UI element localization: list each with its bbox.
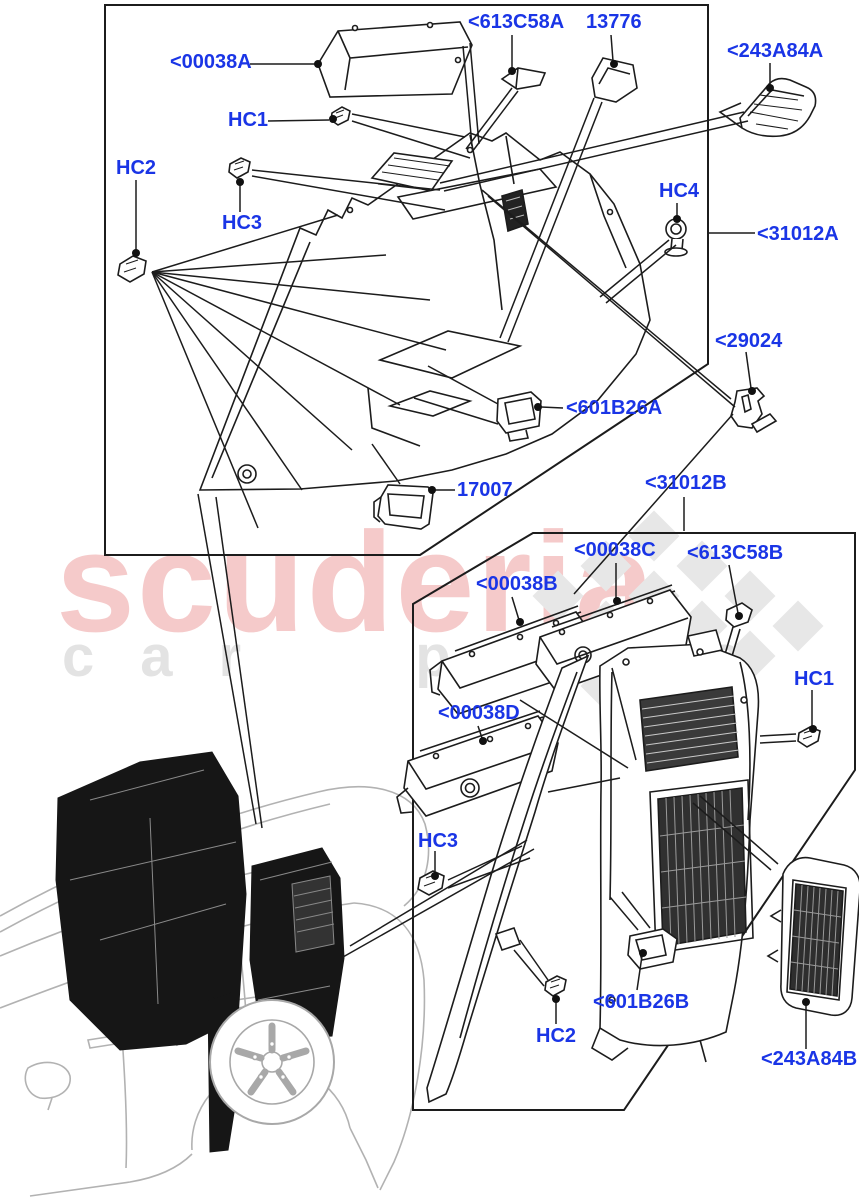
leaders-31012A	[135, 34, 771, 829]
wheel	[209, 999, 335, 1125]
callout-HC2-a: HC2	[116, 157, 157, 179]
callout-HC2-b: HC2	[536, 1025, 577, 1047]
part-601B26A	[496, 391, 542, 442]
part-29024	[730, 387, 778, 434]
callout-31012A: <31012A	[757, 223, 839, 245]
callout-613C58A: <613C58A	[468, 11, 565, 33]
callout-HC3-a: HC3	[222, 212, 263, 234]
callout-00038C: <00038C	[574, 539, 656, 561]
horizontal-grille	[639, 686, 740, 772]
leader-dots	[132, 60, 817, 1006]
part-601B26B	[627, 928, 678, 970]
callout-HC3-b: HC3	[418, 830, 459, 852]
callout-243A84A: <243A84A	[727, 40, 824, 62]
part-243A84A	[718, 77, 817, 138]
grille-on-panel	[291, 875, 335, 953]
callout-00038B: <00038B	[476, 573, 558, 595]
vehicle-illustration	[0, 751, 430, 1197]
callout-31012B: <31012B	[645, 472, 727, 494]
assembly-frame-31012B	[412, 532, 856, 1111]
callout-HC1-a: HC1	[228, 109, 269, 131]
part-00038A	[317, 21, 473, 98]
assembly-31012B-parts	[396, 584, 859, 1104]
part-13776	[591, 57, 638, 103]
callout-HC4: HC4	[659, 180, 700, 202]
leaders-31012B	[342, 413, 813, 1049]
hc2-clip-b	[544, 975, 567, 997]
callout-00038A: <00038A	[170, 51, 252, 73]
hc2-clip-a	[117, 255, 147, 283]
part-243A84B	[766, 856, 859, 1017]
callout-HC1-b: HC1	[794, 668, 835, 690]
callout-601B26A: <601B26A	[566, 397, 663, 419]
assembly-31012A-parts	[117, 21, 817, 530]
callout-17007: 17007	[457, 479, 513, 501]
callout-13776: 13776	[586, 11, 642, 33]
hc3-clip-a	[228, 157, 251, 179]
vertical-grille	[657, 787, 747, 947]
callout-613C58B: <613C58B	[687, 542, 784, 564]
callout-29024: <29024	[715, 330, 783, 352]
callout-243A84B: <243A84B	[761, 1048, 858, 1070]
assembly-frame-31012A	[104, 4, 709, 556]
part-17007	[373, 484, 434, 530]
callout-00038D: <00038D	[438, 702, 520, 724]
callout-601B26B: <601B26B	[593, 991, 690, 1013]
